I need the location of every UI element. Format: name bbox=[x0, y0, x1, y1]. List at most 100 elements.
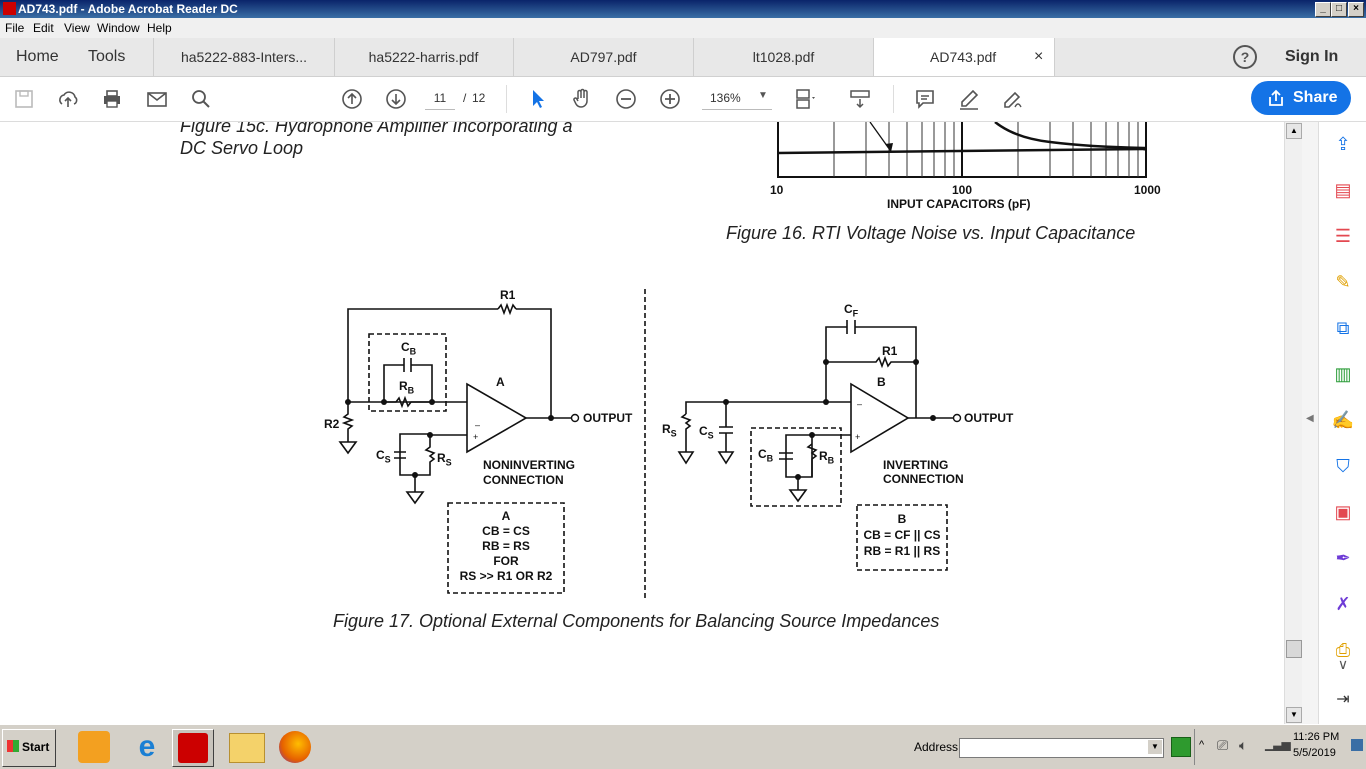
export-pdf-icon[interactable]: ⇪ bbox=[1335, 134, 1351, 154]
figure-16-caption: Figure 16. RTI Voltage Noise vs. Input C… bbox=[726, 223, 1136, 243]
next-page-icon[interactable] bbox=[384, 87, 408, 111]
svg-text:+: + bbox=[855, 432, 860, 442]
acrobat-taskbar-button[interactable] bbox=[172, 729, 214, 767]
close-window-button[interactable]: × bbox=[1348, 2, 1364, 17]
address-input[interactable]: ▼ bbox=[959, 738, 1164, 758]
collapse-panel-icon[interactable]: ⇥ bbox=[1336, 691, 1350, 708]
media-player-icon[interactable] bbox=[78, 731, 110, 763]
file-explorer-icon[interactable] bbox=[229, 733, 265, 763]
left-amp-label: A bbox=[496, 375, 505, 389]
send-for-signature-icon[interactable]: ✒ bbox=[1335, 548, 1351, 568]
right-amp-label: B bbox=[877, 375, 886, 389]
document-tab-ad743[interactable]: AD743.pdf × bbox=[874, 38, 1055, 76]
clock-time[interactable]: 11:26 PM bbox=[1293, 731, 1340, 743]
print-icon[interactable] bbox=[100, 87, 124, 111]
organize-pages-icon[interactable]: ▥ bbox=[1334, 364, 1352, 384]
chart-x-axis-label: INPUT CAPACITORS (pF) bbox=[887, 197, 1031, 211]
page-number-input[interactable]: 11 bbox=[425, 87, 455, 110]
fill-sign-tool-icon[interactable]: ✍ bbox=[1331, 410, 1355, 430]
more-tools-icon[interactable]: ▣ bbox=[1334, 502, 1352, 522]
save-icon[interactable] bbox=[12, 87, 36, 111]
hand-tool-icon[interactable] bbox=[570, 87, 594, 111]
right-connection-subtitle: CONNECTION bbox=[883, 472, 964, 486]
go-arrow-icon[interactable] bbox=[1171, 737, 1191, 757]
chart-tick-1000: 1000 bbox=[1134, 183, 1161, 197]
scroll-down-arrow-icon[interactable]: ▼ bbox=[1286, 707, 1302, 723]
show-desktop-icon[interactable] bbox=[1351, 739, 1363, 751]
share-icon bbox=[1269, 89, 1283, 106]
zoom-in-icon[interactable] bbox=[658, 87, 682, 111]
menu-edit[interactable]: Edit bbox=[33, 21, 54, 35]
left-r2-label: R2 bbox=[324, 417, 340, 431]
menu-view[interactable]: View bbox=[64, 21, 90, 35]
volume-icon[interactable]: 🔈︎ bbox=[1239, 737, 1248, 753]
network-icon[interactable]: ⎚ bbox=[1217, 737, 1229, 753]
chevron-down-icon: ▼ bbox=[758, 90, 768, 101]
menu-help[interactable]: Help bbox=[147, 21, 172, 35]
email-icon[interactable] bbox=[145, 87, 169, 111]
edit-pdf-icon[interactable]: ☰ bbox=[1334, 226, 1352, 246]
windows-logo-icon bbox=[7, 740, 19, 752]
comment-tool-icon[interactable]: ✎ bbox=[1335, 272, 1351, 292]
chevron-down-icon[interactable]: ▼ bbox=[1148, 740, 1162, 754]
comment-icon[interactable] bbox=[913, 87, 937, 111]
chart-tick-100: 100 bbox=[952, 183, 973, 197]
protect-icon[interactable]: ⛉ bbox=[1336, 456, 1350, 476]
previous-page-icon[interactable] bbox=[340, 87, 364, 111]
fill-sign-icon[interactable] bbox=[1001, 87, 1025, 111]
panel-scroll-down-icon[interactable]: ∨ bbox=[1337, 656, 1349, 672]
share-button[interactable]: Share bbox=[1251, 81, 1351, 115]
figure-15c-caption-line1: Figure 15c. Hydrophone Amplifier Incorpo… bbox=[180, 122, 573, 136]
menu-bar: File Edit View Window Help bbox=[0, 18, 1366, 38]
figure-16-chart bbox=[777, 122, 1147, 178]
highlight-pen-icon[interactable] bbox=[957, 87, 981, 111]
left-cs-label: CS bbox=[376, 448, 391, 465]
sign-in-button[interactable]: Sign In bbox=[1285, 48, 1339, 65]
acrobat-app-icon bbox=[3, 2, 16, 15]
start-label: Start bbox=[22, 740, 50, 754]
system-tray: ^ ⎚ 🔈︎ ▁▃▅ 11:26 PM 5/5/2019 bbox=[1194, 729, 1366, 765]
help-icon[interactable]: ? bbox=[1233, 45, 1257, 69]
page-fit-icon[interactable] bbox=[793, 87, 817, 111]
show-hidden-icons-icon[interactable]: ^ bbox=[1199, 739, 1205, 751]
zoom-dropdown[interactable]: 136% ▼ bbox=[702, 87, 772, 110]
figure-15c-caption-line2: DC Servo Loop bbox=[180, 138, 304, 158]
zoom-out-icon[interactable] bbox=[614, 87, 638, 111]
create-pdf-icon[interactable]: ▤ bbox=[1334, 180, 1352, 200]
collapse-right-panel-icon[interactable]: ◀ bbox=[1306, 413, 1314, 424]
menu-file[interactable]: File bbox=[5, 21, 25, 35]
upload-cloud-icon[interactable] bbox=[56, 87, 80, 111]
left-rb-label: RB bbox=[399, 379, 415, 396]
document-tab-lt1028[interactable]: lt1028.pdf bbox=[694, 38, 874, 76]
clock-date[interactable]: 5/5/2019 bbox=[1293, 747, 1336, 759]
right-connection-title: INVERTING bbox=[883, 458, 949, 472]
scroll-mode-icon[interactable] bbox=[848, 87, 872, 111]
vertical-scrollbar[interactable]: ▲ ▼ bbox=[1284, 122, 1302, 724]
maximize-button[interactable]: □ bbox=[1331, 2, 1347, 17]
scrollbar-thumb[interactable] bbox=[1286, 640, 1302, 658]
right-panel-collapse-strip: ◀ bbox=[1302, 122, 1318, 724]
minimize-button[interactable]: _ bbox=[1315, 2, 1331, 17]
wifi-signal-icon[interactable]: ▁▃▅ bbox=[1265, 737, 1291, 751]
right-cf-label: CF bbox=[844, 302, 859, 319]
combine-files-icon[interactable]: ⧉ bbox=[1336, 318, 1350, 338]
firefox-icon[interactable] bbox=[279, 731, 311, 763]
document-tab-ha5222-883[interactable]: ha5222-883-Inters... bbox=[153, 38, 335, 76]
certificates-icon[interactable]: ✗ bbox=[1335, 594, 1351, 614]
internet-explorer-icon[interactable]: e bbox=[138, 730, 156, 763]
start-button[interactable]: Start bbox=[2, 729, 56, 767]
select-cursor-icon[interactable] bbox=[526, 87, 550, 111]
right-cb-label: CB bbox=[758, 447, 774, 464]
stamp-icon[interactable]: ⎙ bbox=[1335, 640, 1351, 660]
tools-tab[interactable]: Tools bbox=[88, 48, 126, 65]
left-connection-subtitle: CONNECTION bbox=[483, 473, 564, 487]
chart-tick-10: 10 bbox=[770, 183, 784, 197]
menu-window[interactable]: Window bbox=[97, 21, 140, 35]
document-tab-ad797[interactable]: AD797.pdf bbox=[514, 38, 694, 76]
home-tab[interactable]: Home bbox=[16, 48, 59, 65]
scroll-up-arrow-icon[interactable]: ▲ bbox=[1286, 123, 1302, 139]
close-tab-icon[interactable]: × bbox=[1034, 48, 1044, 65]
document-viewport[interactable]: Figure 15c. Hydrophone Amplifier Incorpo… bbox=[0, 122, 1284, 724]
search-icon[interactable] bbox=[189, 87, 213, 111]
document-tab-ha5222-harris[interactable]: ha5222-harris.pdf bbox=[334, 38, 514, 76]
